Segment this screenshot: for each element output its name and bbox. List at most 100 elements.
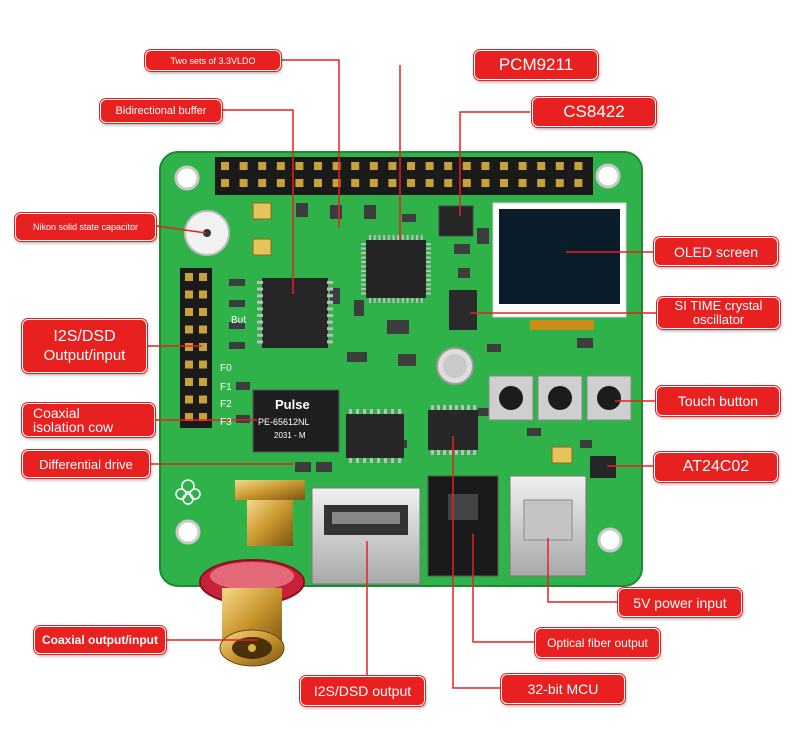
chip-pin [383, 235, 386, 240]
header-pin [199, 378, 207, 386]
header-pin [407, 179, 415, 187]
chip-pin [349, 409, 352, 414]
label-i2s-line2: Output/input [43, 346, 126, 364]
nikon-capacitor [184, 210, 230, 256]
chip-pin [361, 274, 366, 277]
label-coaxial-isolation: Coaxial isolation cow [22, 403, 155, 437]
chip-pin [327, 287, 333, 291]
gpio-header [215, 157, 593, 195]
chip-pin [431, 450, 434, 455]
chip-pin [327, 294, 333, 298]
i2s-header [180, 268, 212, 428]
chip-pin [361, 279, 366, 281]
header-pin [574, 179, 583, 187]
header-pin [351, 162, 360, 170]
header-pin [500, 162, 508, 170]
header-pin [185, 273, 193, 281]
chip-pin [327, 300, 333, 304]
chip-pin [327, 340, 333, 344]
header-pin [388, 179, 397, 187]
pcm9211-chip [361, 235, 431, 303]
header-pin [332, 179, 341, 187]
oled-screen [492, 202, 627, 330]
chip-pin [361, 243, 366, 245]
label-i2s-dsd-output: I2S/DSD output [300, 676, 425, 706]
chip-pin [327, 327, 333, 331]
header-pin [185, 395, 193, 404]
chip-pin [392, 298, 395, 303]
chip-pin [416, 298, 418, 303]
raspberry-logo [175, 479, 201, 505]
chip-pin [401, 235, 404, 240]
chip-pin [461, 405, 464, 410]
chip-pin [257, 287, 263, 291]
header-pin [239, 179, 248, 187]
silk-f0: F0 [220, 363, 232, 374]
chip-pin [397, 298, 400, 303]
chip-pin [426, 256, 431, 259]
chip-pin [361, 292, 366, 295]
header-pin [199, 273, 207, 281]
header-pin [555, 162, 564, 170]
header-pin [199, 325, 207, 334]
chip-pin [391, 409, 394, 414]
leader-lines [148, 59, 657, 689]
header-pin [295, 179, 304, 187]
pulse-code: 2031 - M [274, 431, 306, 440]
buffer-chip [257, 278, 333, 348]
header-pin [481, 162, 490, 170]
header-pin [185, 290, 193, 299]
label-32bit-mcu: 32-bit MCU [501, 674, 625, 704]
label-touch-button: Touch button [656, 386, 780, 416]
chip-pin [361, 261, 366, 263]
chip-pin [370, 458, 373, 463]
header-pin [295, 162, 304, 170]
chip-pin [378, 235, 381, 240]
header-pin [185, 343, 193, 351]
header-pin [369, 179, 378, 187]
label-si-line2: oscillator [692, 312, 745, 327]
header-pin [221, 179, 229, 187]
header-pin [199, 360, 207, 369]
chip-pin [391, 458, 394, 463]
chip-pin [467, 405, 470, 410]
chip-pin [426, 283, 431, 286]
touch-buttons [488, 375, 632, 421]
chip-pin [257, 314, 263, 317]
chip-pin [373, 235, 376, 240]
header-pin [276, 179, 285, 187]
header-pin [537, 179, 546, 187]
chip-pin [361, 288, 366, 290]
chip-pin [370, 409, 373, 414]
chip-pin [384, 409, 387, 414]
chip-pin [401, 298, 404, 303]
chip-pin [257, 320, 263, 324]
chip-pin [426, 247, 431, 250]
chip-pin [473, 405, 476, 410]
chip-pin [420, 298, 423, 303]
header-pin [258, 179, 267, 187]
chip-pin [378, 298, 381, 303]
header-pin [221, 162, 229, 170]
label-si-line1: SI TIME crystal [674, 298, 763, 314]
chip-pin [349, 458, 352, 463]
label-coax-iso-line2: isolation cow [33, 419, 114, 435]
chip-pin [369, 235, 371, 240]
header-pin [199, 413, 207, 421]
chip-pin [467, 450, 470, 455]
header-pin [185, 413, 193, 421]
optical-connector [427, 475, 499, 577]
electrolytic-capacitor [436, 347, 474, 385]
chip-pin [327, 320, 333, 324]
pulse-part: PE-65612NL [258, 417, 310, 427]
chip-pin [363, 458, 366, 463]
chip-pin [257, 327, 263, 331]
chip-pin [361, 283, 366, 286]
header-pin [537, 162, 546, 170]
header-pin [185, 325, 193, 334]
chip-pin [257, 340, 263, 344]
header-pin [239, 162, 248, 170]
header-pin [462, 162, 471, 170]
